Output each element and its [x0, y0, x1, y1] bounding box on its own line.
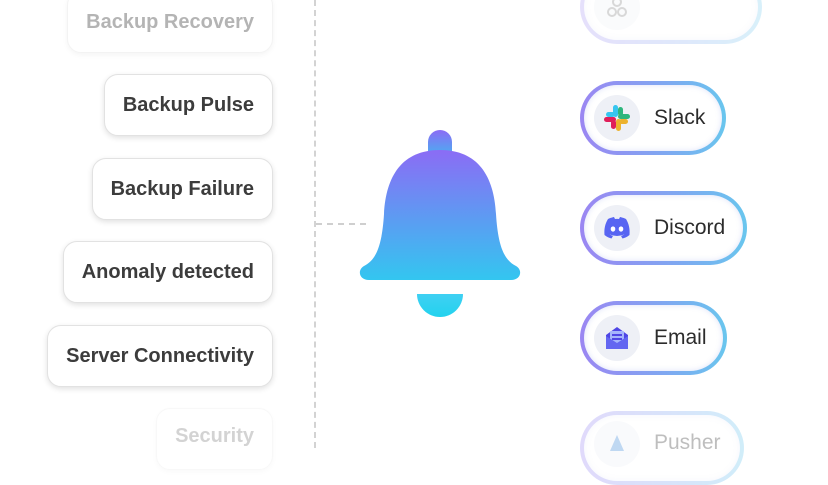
channel-label: Slack	[654, 106, 706, 129]
alert-label: Backup Recovery	[86, 10, 254, 33]
alert-label: Backup Failure	[110, 177, 254, 200]
alert-label: Backup Pulse	[122, 93, 254, 116]
alert-backup-failure[interactable]: Backup Failure	[91, 158, 273, 220]
alert-backup-pulse[interactable]: Backup Pulse	[103, 74, 273, 136]
channel-slack[interactable]: Slack	[580, 81, 726, 155]
channel-webhook[interactable]	[580, 0, 762, 44]
discord-icon	[594, 205, 640, 251]
webhook-icon	[594, 0, 640, 30]
channel-pusher[interactable]: Pusher	[580, 411, 744, 485]
alert-label: Security	[175, 425, 254, 447]
pusher-icon	[594, 421, 640, 467]
alert-label: Server Connectivity	[66, 344, 254, 367]
bell-icon	[359, 130, 521, 317]
channel-email[interactable]: Email	[580, 301, 727, 375]
channel-discord[interactable]: Discord	[580, 191, 747, 265]
slack-icon	[594, 95, 640, 141]
channel-label: Discord	[654, 216, 726, 239]
alert-anomaly-detected[interactable]: Anomaly detected	[62, 241, 273, 303]
connector-line	[316, 223, 366, 225]
alert-label: Anomaly detected	[81, 260, 254, 283]
alert-security[interactable]: Security	[156, 408, 273, 470]
alert-backup-recovery[interactable]: Backup Recovery	[67, 0, 273, 53]
email-icon	[594, 315, 640, 361]
channel-label: Pusher	[654, 431, 721, 454]
vertical-divider	[314, 0, 316, 448]
alert-server-connectivity[interactable]: Server Connectivity	[47, 325, 273, 387]
channel-label: Email	[654, 326, 707, 349]
